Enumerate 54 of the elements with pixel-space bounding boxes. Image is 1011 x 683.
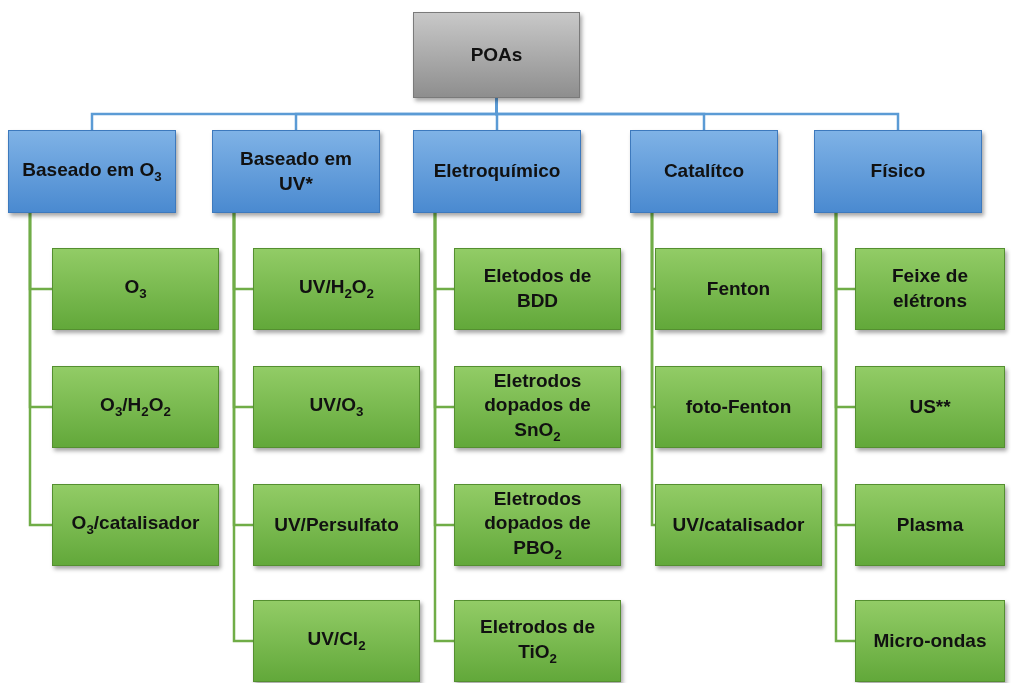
method-box	[52, 366, 219, 448]
connector-line	[28, 213, 52, 527]
method-box	[454, 248, 621, 330]
method-box	[454, 600, 621, 682]
node-label: O$_{3}$/H$_{2}$O$_{2}$	[100, 393, 171, 421]
method-box	[253, 366, 420, 448]
method-box	[253, 248, 420, 330]
category-box	[413, 130, 581, 213]
method-box	[655, 366, 822, 448]
node-label: Catalítco	[663, 159, 745, 184]
node-label: foto-Fenton	[685, 394, 792, 419]
category-box	[8, 130, 176, 213]
node-label: UV/H$_{2}$O$_{2}$	[299, 275, 374, 303]
node-label: Físico	[870, 159, 926, 184]
node-label: Eletrodos dopados de SnO$_{2}$	[483, 368, 592, 446]
node-label: Fenton	[706, 276, 771, 301]
method-box	[855, 248, 1005, 330]
method-box	[855, 600, 1005, 682]
method-box	[52, 248, 219, 330]
node-label: UV/O$_{3}$	[309, 393, 364, 421]
method-box	[253, 600, 420, 682]
node-label: Baseado em UV*	[239, 146, 353, 196]
node-label: Eletodos de BDD	[482, 264, 593, 313]
node-label: UV/Persulfato	[274, 512, 399, 537]
node-label: UV/Cl$_{2}$	[307, 627, 366, 655]
node-label: Feixe de elétrons	[890, 264, 969, 313]
method-box	[253, 484, 420, 566]
method-box	[655, 248, 822, 330]
method-box	[454, 366, 621, 448]
node-label: Eletroquímico	[433, 159, 561, 184]
node-label: US**	[909, 394, 951, 419]
connector-line	[433, 213, 454, 643]
connector-line	[232, 213, 253, 643]
method-box	[52, 484, 219, 566]
root-box	[413, 12, 580, 98]
node-label: Baseado em O$_{3}$	[22, 157, 162, 186]
method-box	[655, 484, 822, 566]
method-box	[454, 484, 621, 566]
node-label: O$_{3}$/catalisador	[71, 511, 200, 539]
node-label: Micro-ondas	[873, 628, 987, 653]
category-box	[814, 130, 982, 213]
method-box	[855, 366, 1005, 448]
method-box	[855, 484, 1005, 566]
node-label: Eletrodos de TiO$_{2}$	[478, 615, 597, 667]
node-label: O$_{3}$	[124, 275, 147, 303]
category-box	[212, 130, 380, 213]
category-box	[630, 130, 778, 213]
connector-line	[495, 98, 900, 130]
node-label: POAs	[470, 42, 523, 67]
connector-line	[834, 213, 855, 643]
node-label: UV/catalisador	[672, 512, 805, 537]
node-label: Eletrodos dopados de PBO$_{2}$	[483, 486, 592, 564]
node-label: Plasma	[896, 512, 964, 537]
connector-line	[650, 213, 656, 527]
